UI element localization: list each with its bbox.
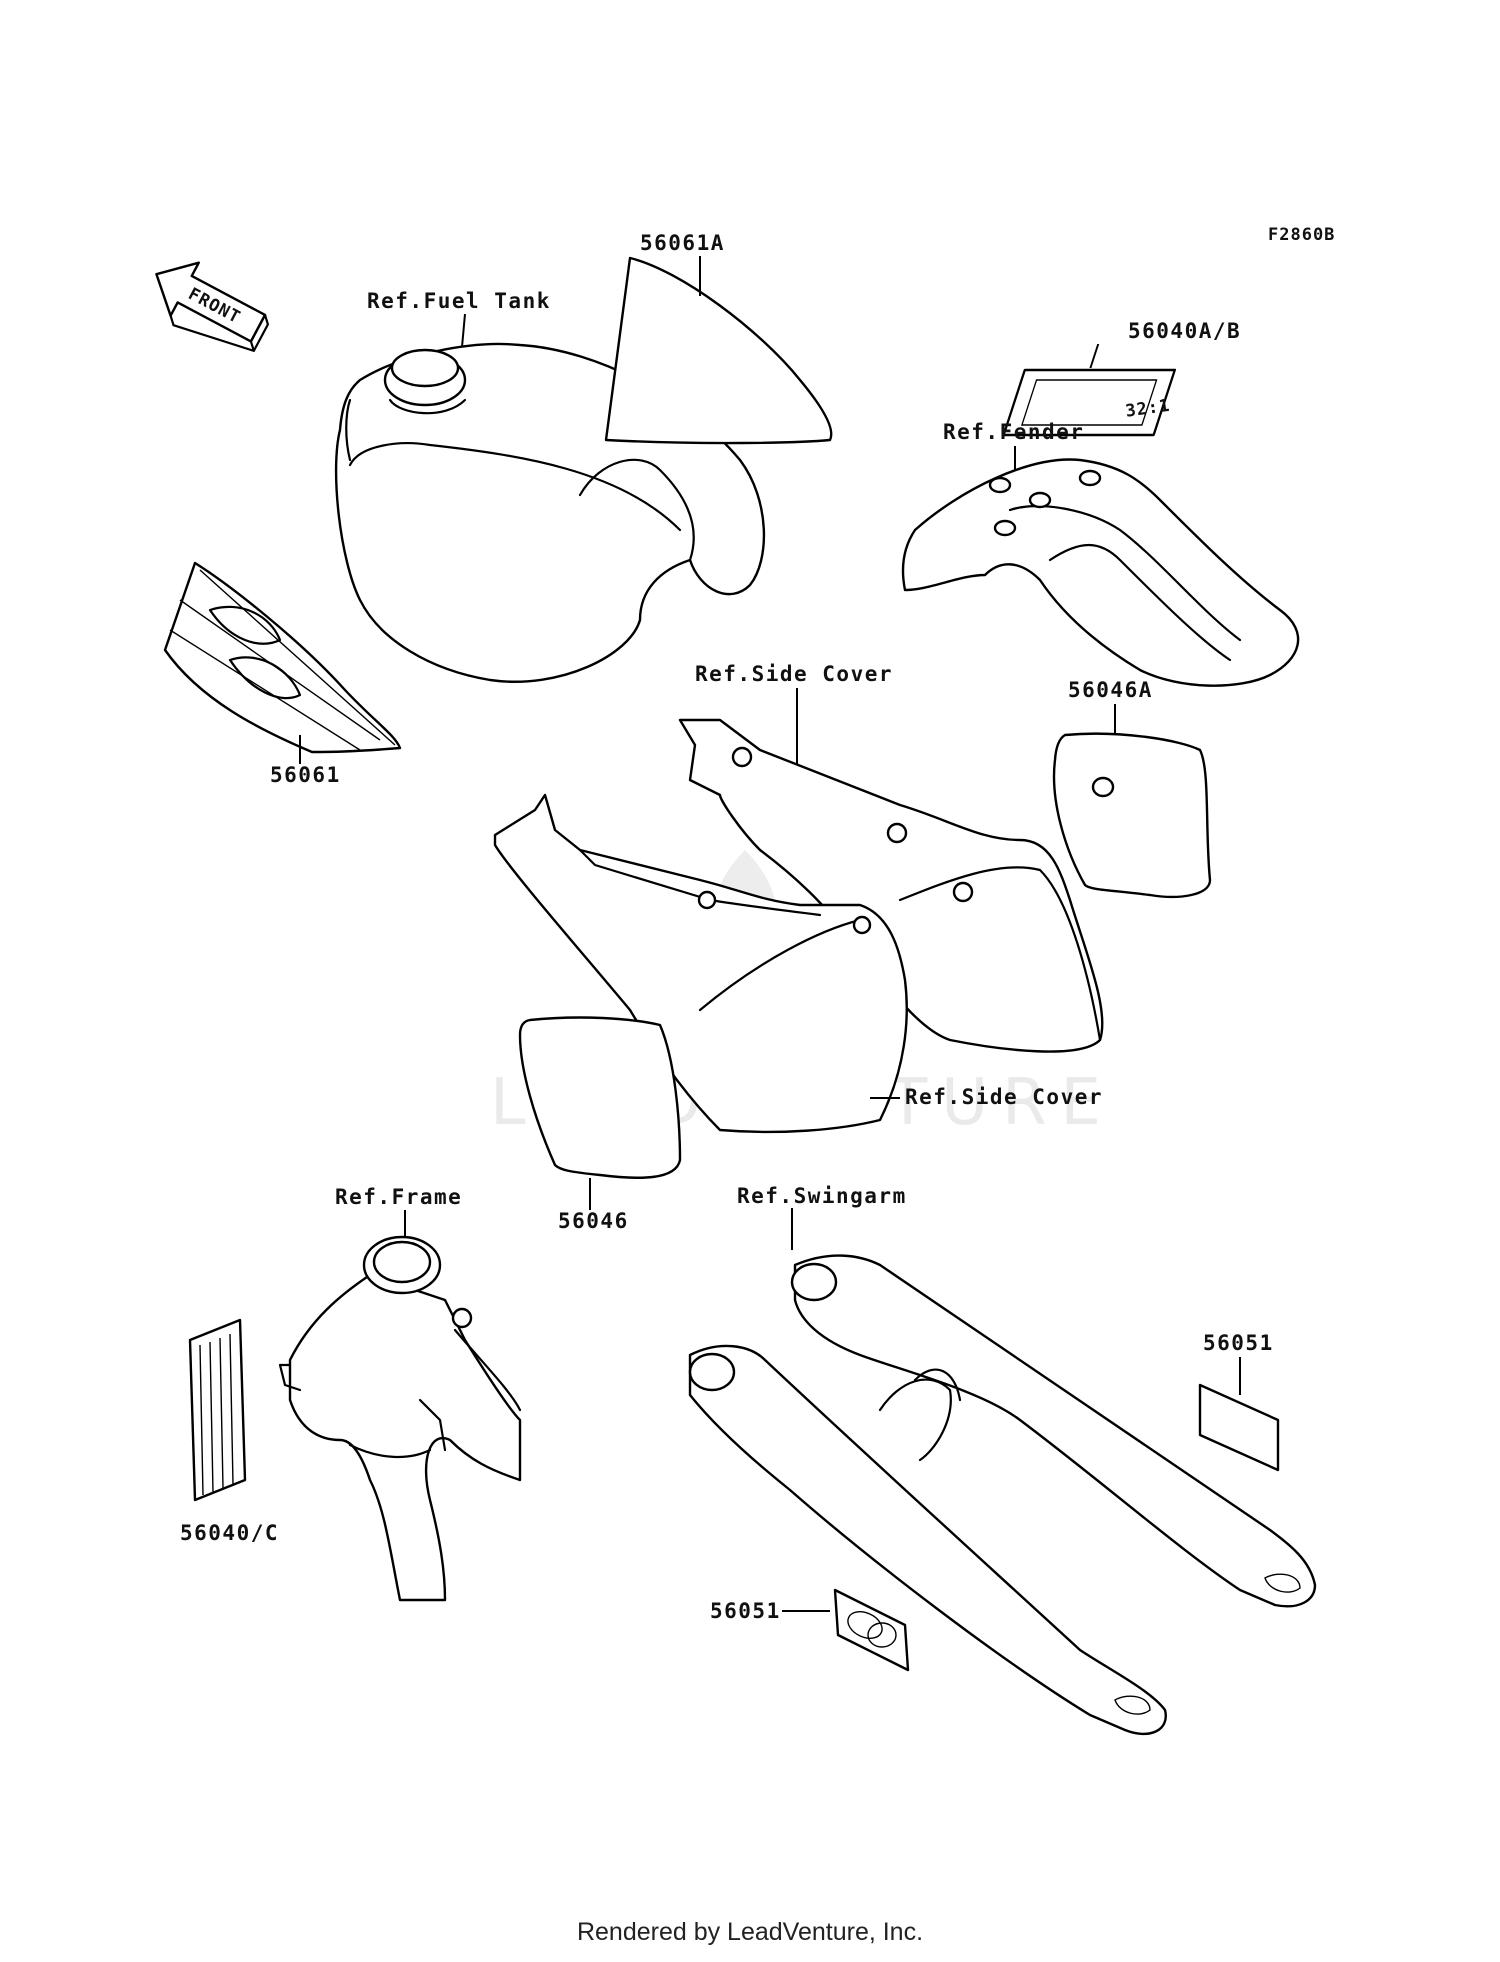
decal-56040AB: [1002, 344, 1177, 437]
part-56046A: 56046A: [1068, 678, 1153, 702]
front-direction-arrow-icon: FRONT: [155, 261, 270, 352]
label-side-cover-upper: Ref.Side Cover: [695, 662, 893, 686]
diagram-code: F2860B: [1268, 225, 1335, 245]
part-56061: 56061: [270, 763, 341, 787]
decal-56051-upper: [1198, 1383, 1280, 1472]
decal-56046A: [1052, 732, 1212, 899]
decal-56061A: [604, 256, 833, 445]
part-56051-lower: 56051: [710, 1599, 781, 1623]
decal-56040C: [188, 1318, 247, 1502]
footer-credit: Rendered by LeadVenture, Inc.: [576, 1918, 924, 1946]
label-swingarm: Ref.Swingarm: [737, 1184, 907, 1208]
label-frame: Ref.Frame: [335, 1185, 462, 1209]
part-56051-upper: 56051: [1203, 1331, 1274, 1355]
label-fender: Ref.Fender: [943, 420, 1084, 444]
decal-56051-lower: [833, 1588, 910, 1672]
frame-illustration: [278, 1235, 522, 1602]
side-cover-lower-illustration: [493, 793, 908, 1134]
decal-56061: [163, 561, 402, 754]
leader-fuel-tank: [461, 313, 466, 348]
side-cover-upper-illustration: [678, 718, 1104, 1053]
label-side-cover-lower: Ref.Side Cover: [905, 1085, 1103, 1109]
label-fuel-tank: Ref.Fuel Tank: [367, 289, 551, 313]
fender-illustration: [901, 458, 1300, 687]
decal-56046: [518, 1016, 682, 1179]
part-56040C: 56040/C: [180, 1521, 279, 1545]
swingarm-illustration: [688, 1254, 1317, 1736]
part-56046: 56046: [558, 1209, 629, 1233]
part-56040AB: 56040A/B: [1128, 319, 1241, 343]
part-56061A: 56061A: [640, 231, 725, 255]
